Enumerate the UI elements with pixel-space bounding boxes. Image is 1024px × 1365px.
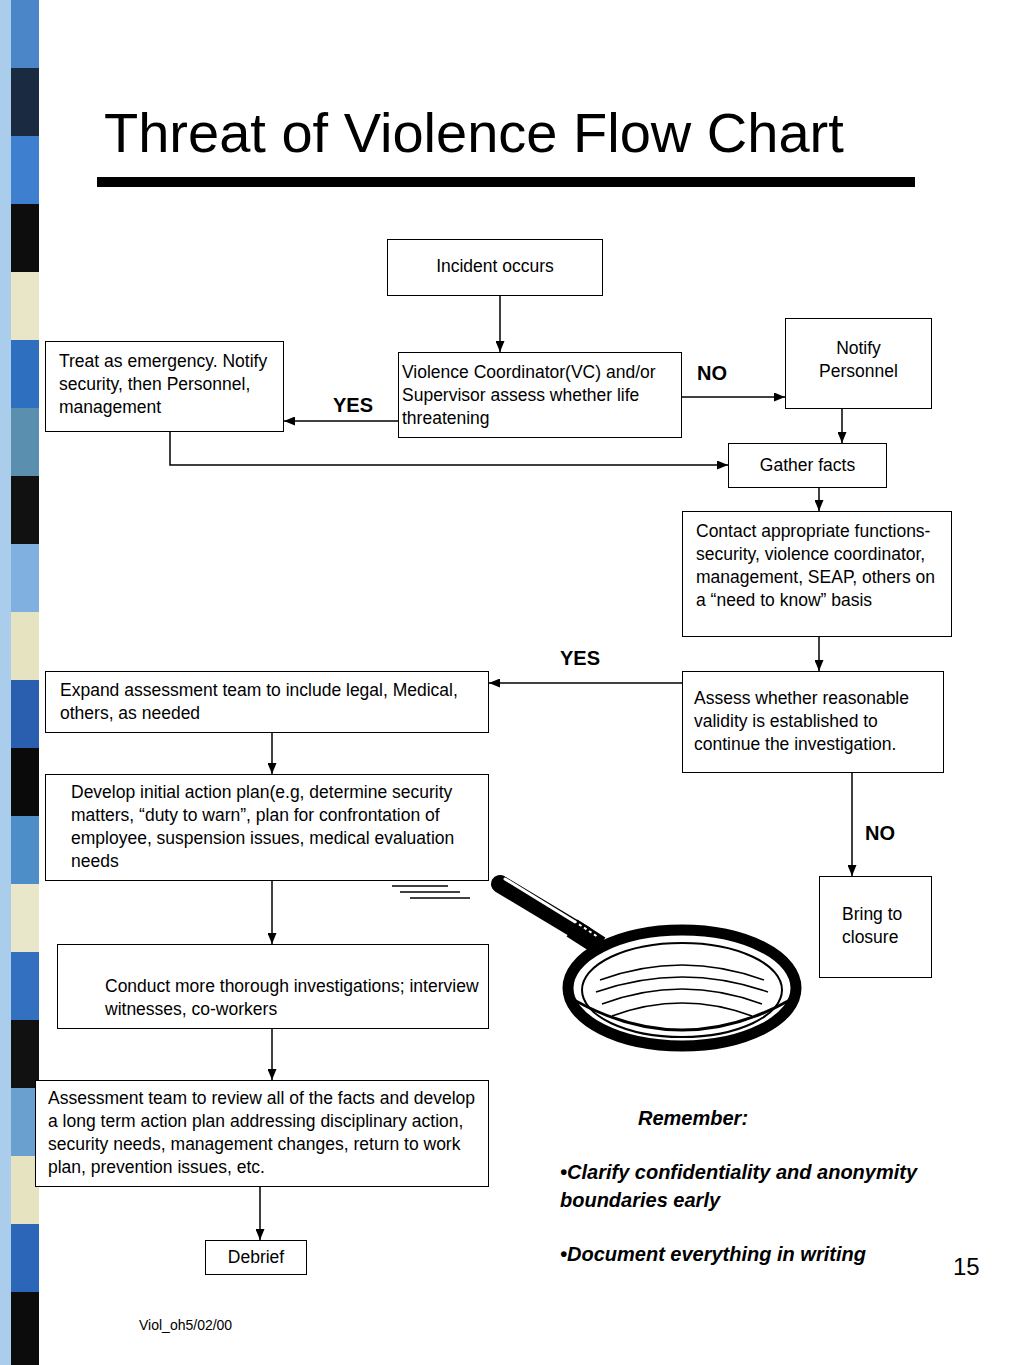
side-stripe	[0, 0, 39, 1365]
stripe-block	[11, 0, 39, 68]
process-box: Conduct more thorough investigations; in…	[57, 944, 489, 1029]
node-text: Debrief	[210, 1246, 302, 1269]
start-box: Incident occurs	[387, 239, 603, 296]
node-text: Gather facts	[735, 454, 880, 477]
stripe-block	[11, 884, 39, 952]
node-text: Bring to closure	[842, 903, 925, 949]
stripe-block	[11, 952, 39, 1020]
edge-label: YES	[331, 393, 375, 417]
process-box: Develop initial action plan(e.g, determi…	[45, 774, 489, 881]
flow-arrow	[271, 881, 273, 944]
stripe-block	[11, 1224, 39, 1292]
process-box: Assessment team to review all of the fac…	[35, 1080, 489, 1187]
note-bullet: •Clarify confidentiality and anonymity b…	[560, 1158, 980, 1214]
process-box: Gather facts	[728, 443, 887, 488]
flow-arrow	[851, 773, 853, 876]
stripe-block	[11, 1292, 39, 1365]
node-text: Assessment team to review all of the fac…	[48, 1087, 484, 1179]
flow-arrow	[499, 296, 501, 352]
node-text: Treat as emergency. Notify security, the…	[59, 350, 277, 419]
stripe-block	[11, 68, 39, 136]
flow-arrow	[818, 488, 820, 511]
stripe-block	[11, 816, 39, 884]
stripe-block	[11, 340, 39, 408]
edge-label: NO	[863, 821, 897, 845]
stripe-block	[11, 544, 39, 612]
stripe-block	[11, 476, 39, 544]
stripe-block	[11, 204, 39, 272]
process-box: Expand assessment team to include legal,…	[45, 671, 489, 733]
stripe-block	[11, 680, 39, 748]
node-text: Conduct more thorough investigations; in…	[105, 975, 482, 1021]
flow-arrow	[818, 637, 820, 671]
stripe-block	[11, 612, 39, 680]
decision-box: Violence Coordinator(VC) and/or Supervis…	[398, 352, 682, 438]
node-text: Assess whether reasonable validity is es…	[694, 687, 937, 756]
decision-box: Assess whether reasonable validity is es…	[682, 671, 944, 773]
flow-arrow	[271, 733, 273, 774]
stripe-block	[11, 748, 39, 816]
stripe-block	[11, 408, 39, 476]
node-text: Expand assessment team to include legal,…	[60, 679, 482, 725]
title-underline	[97, 177, 915, 187]
process-box: Contact appropriate functions- security,…	[682, 511, 952, 637]
stripe-band	[0, 0, 11, 1365]
process-box: Notify Personnel	[785, 318, 932, 409]
flow-arrow	[489, 682, 682, 684]
flow-arrow	[841, 409, 843, 443]
edge-label: YES	[558, 646, 602, 670]
node-text: Contact appropriate functions- security,…	[696, 520, 945, 612]
chart-title: Threat of Violence Flow Chart	[104, 98, 844, 168]
flow-arrow	[284, 420, 398, 422]
process-box: Treat as emergency. Notify security, the…	[45, 341, 284, 432]
flow-arrow	[271, 1029, 273, 1080]
stripe-block	[11, 136, 39, 204]
note-bullet: •Document everything in writing	[560, 1240, 940, 1268]
node-text: Develop initial action plan(e.g, determi…	[71, 781, 484, 873]
edge-label: NO	[695, 361, 729, 385]
page-number: 15	[953, 1252, 1003, 1282]
node-text: Violence Coordinator(VC) and/or Supervis…	[402, 361, 677, 430]
node-text: Notify Personnel	[806, 337, 911, 383]
flow-arrow	[259, 1187, 261, 1240]
stripe-block	[11, 272, 39, 340]
note-heading: Remember:	[638, 1104, 838, 1132]
end-box: Debrief	[205, 1240, 307, 1275]
end-box: Bring to closure	[819, 876, 932, 978]
flow-arrow	[682, 396, 785, 398]
stripe-block	[11, 1020, 39, 1088]
file-reference: Viol_oh5/02/00	[139, 1316, 339, 1334]
node-text: Incident occurs	[396, 255, 594, 278]
